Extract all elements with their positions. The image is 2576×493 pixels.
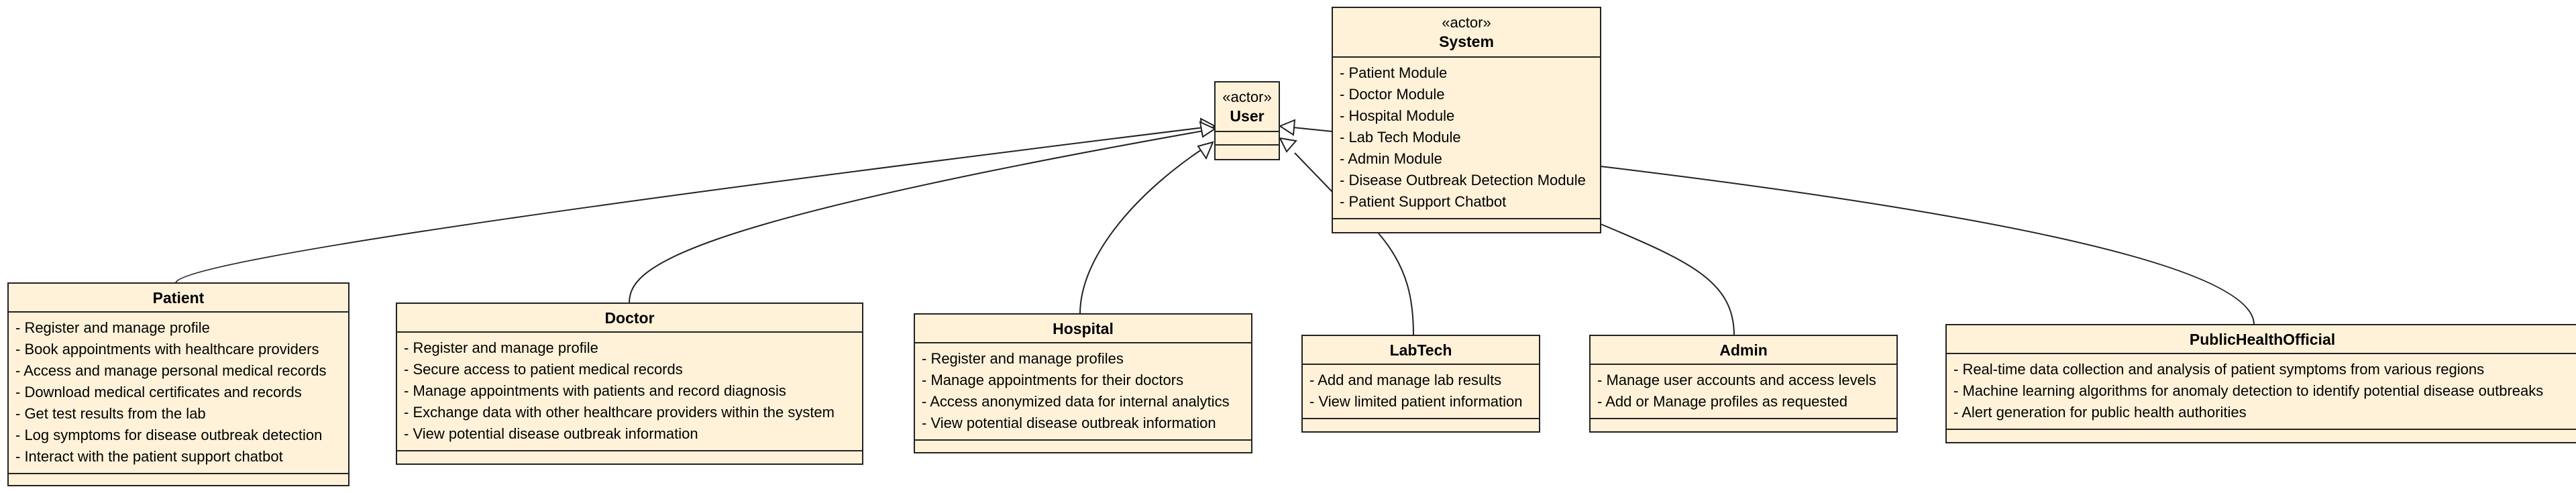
admin-operations (1591, 419, 1896, 433)
public-health-official-attr: - Machine learning algorithms for anomal… (1953, 382, 2544, 399)
public-health-official-class-box[interactable]: PublicHealthOfficial - Real-time data co… (1945, 324, 2576, 443)
system-actor-box[interactable]: «actor» System - Patient Module - Doctor… (1332, 7, 1601, 233)
patient-attributes: - Register and manage profile - Book app… (9, 313, 348, 474)
user-stereotype: «actor» (1222, 89, 1272, 105)
user-operations (1216, 146, 1279, 159)
patient-attr: - Access and manage personal medical rec… (15, 362, 327, 379)
patient-header: Patient (9, 284, 348, 313)
system-operations (1333, 219, 1600, 233)
doctor-attr: - Manage appointments with patients and … (404, 382, 786, 399)
patient-attr: - Interact with the patient support chat… (15, 448, 283, 465)
hospital-header: Hospital (915, 315, 1251, 343)
system-attr: - Admin Module (1340, 150, 1442, 167)
public-health-official-attributes: - Real-time data collection and analysis… (1947, 354, 2576, 430)
admin-attributes: - Manage user accounts and access levels… (1591, 365, 1896, 419)
doctor-operations (397, 451, 862, 465)
doctor-attr: - Exchange data with other healthcare pr… (404, 404, 835, 421)
labtech-attr: - Add and manage lab results (1309, 372, 1502, 388)
doctor-attributes: - Register and manage profile - Secure a… (397, 333, 862, 451)
patient-attr: - Download medical certificates and reco… (15, 384, 302, 400)
system-stereotype: «actor» (1442, 14, 1491, 31)
system-attr: - Hospital Module (1340, 107, 1455, 124)
edge-system-admin (1600, 223, 1735, 336)
hospital-class-box[interactable]: Hospital - Register and manage profiles … (914, 313, 1252, 453)
admin-header: Admin (1591, 336, 1896, 365)
public-health-official-attr: - Alert generation for public health aut… (1953, 404, 2247, 421)
user-actor-box[interactable]: «actor» User (1214, 81, 1280, 160)
admin-attr: - Add or Manage profiles as requested (1597, 393, 1848, 410)
admin-attr: - Manage user accounts and access levels (1597, 372, 1876, 388)
system-name: System (1439, 33, 1494, 50)
system-attr: - Patient Module (1340, 64, 1448, 81)
patient-attr: - Book appointments with healthcare prov… (15, 341, 319, 358)
public-health-official-attr: - Real-time data collection and analysis… (1953, 361, 2485, 378)
patient-operations (9, 474, 348, 488)
doctor-attr: - View potential disease outbreak inform… (404, 425, 698, 442)
user-header: «actor» User (1216, 83, 1279, 132)
doctor-class-box[interactable]: Doctor - Register and manage profile - S… (396, 303, 863, 465)
patient-class-box[interactable]: Patient - Register and manage profile - … (7, 282, 350, 486)
patient-attr: - Get test results from the lab (15, 405, 206, 422)
labtech-class-box[interactable]: LabTech - Add and manage lab results - V… (1301, 335, 1540, 433)
hospital-attr: - Access anonymized data for internal an… (922, 393, 1230, 410)
hospital-attr: - Register and manage profiles (922, 350, 1124, 367)
hospital-operations (915, 441, 1251, 454)
system-attributes: - Patient Module - Doctor Module - Hospi… (1333, 58, 1600, 219)
edge-system-public-health (1600, 166, 2255, 325)
labtech-attributes: - Add and manage lab results - View limi… (1303, 365, 1539, 419)
labtech-operations (1303, 419, 1539, 433)
public-health-official-operations (1947, 430, 2576, 443)
inheritance-arrowhead-hospital (1197, 141, 1214, 160)
edge-system-user-2 (1294, 152, 1333, 193)
system-attr: - Lab Tech Module (1340, 129, 1461, 146)
system-attr: - Doctor Module (1340, 86, 1445, 103)
user-attributes (1216, 132, 1279, 146)
inheritance-arrowhead-doctor (1199, 121, 1217, 138)
edge-hospital-user (1079, 142, 1214, 315)
system-header: «actor» System (1333, 8, 1600, 58)
doctor-header: Doctor (397, 304, 862, 333)
labtech-header: LabTech (1303, 336, 1539, 365)
hospital-attr: - View potential disease outbreak inform… (922, 415, 1216, 431)
inheritance-arrowhead-system-2 (1279, 137, 1297, 153)
edge-doctor-user (629, 128, 1216, 304)
doctor-attr: - Register and manage profile (404, 339, 598, 356)
system-attr: - Disease Outbreak Detection Module (1340, 172, 1586, 188)
labtech-attr: - View limited patient information (1309, 393, 1523, 410)
public-health-official-header: PublicHealthOfficial (1947, 325, 2576, 354)
edge-system-labtech (1378, 233, 1414, 336)
edge-patient-user (175, 125, 1216, 284)
patient-attr: - Log symptoms for disease outbreak dete… (15, 427, 323, 443)
patient-attr: - Register and manage profile (15, 319, 210, 336)
system-attr: - Patient Support Chatbot (1340, 193, 1507, 210)
hospital-attributes: - Register and manage profiles - Manage … (915, 343, 1251, 441)
doctor-attr: - Secure access to patient medical recor… (404, 361, 683, 378)
hospital-attr: - Manage appointments for their doctors (922, 372, 1184, 388)
user-name: User (1230, 107, 1265, 125)
inheritance-arrowhead-system (1278, 119, 1296, 136)
admin-class-box[interactable]: Admin - Manage user accounts and access … (1589, 335, 1898, 433)
